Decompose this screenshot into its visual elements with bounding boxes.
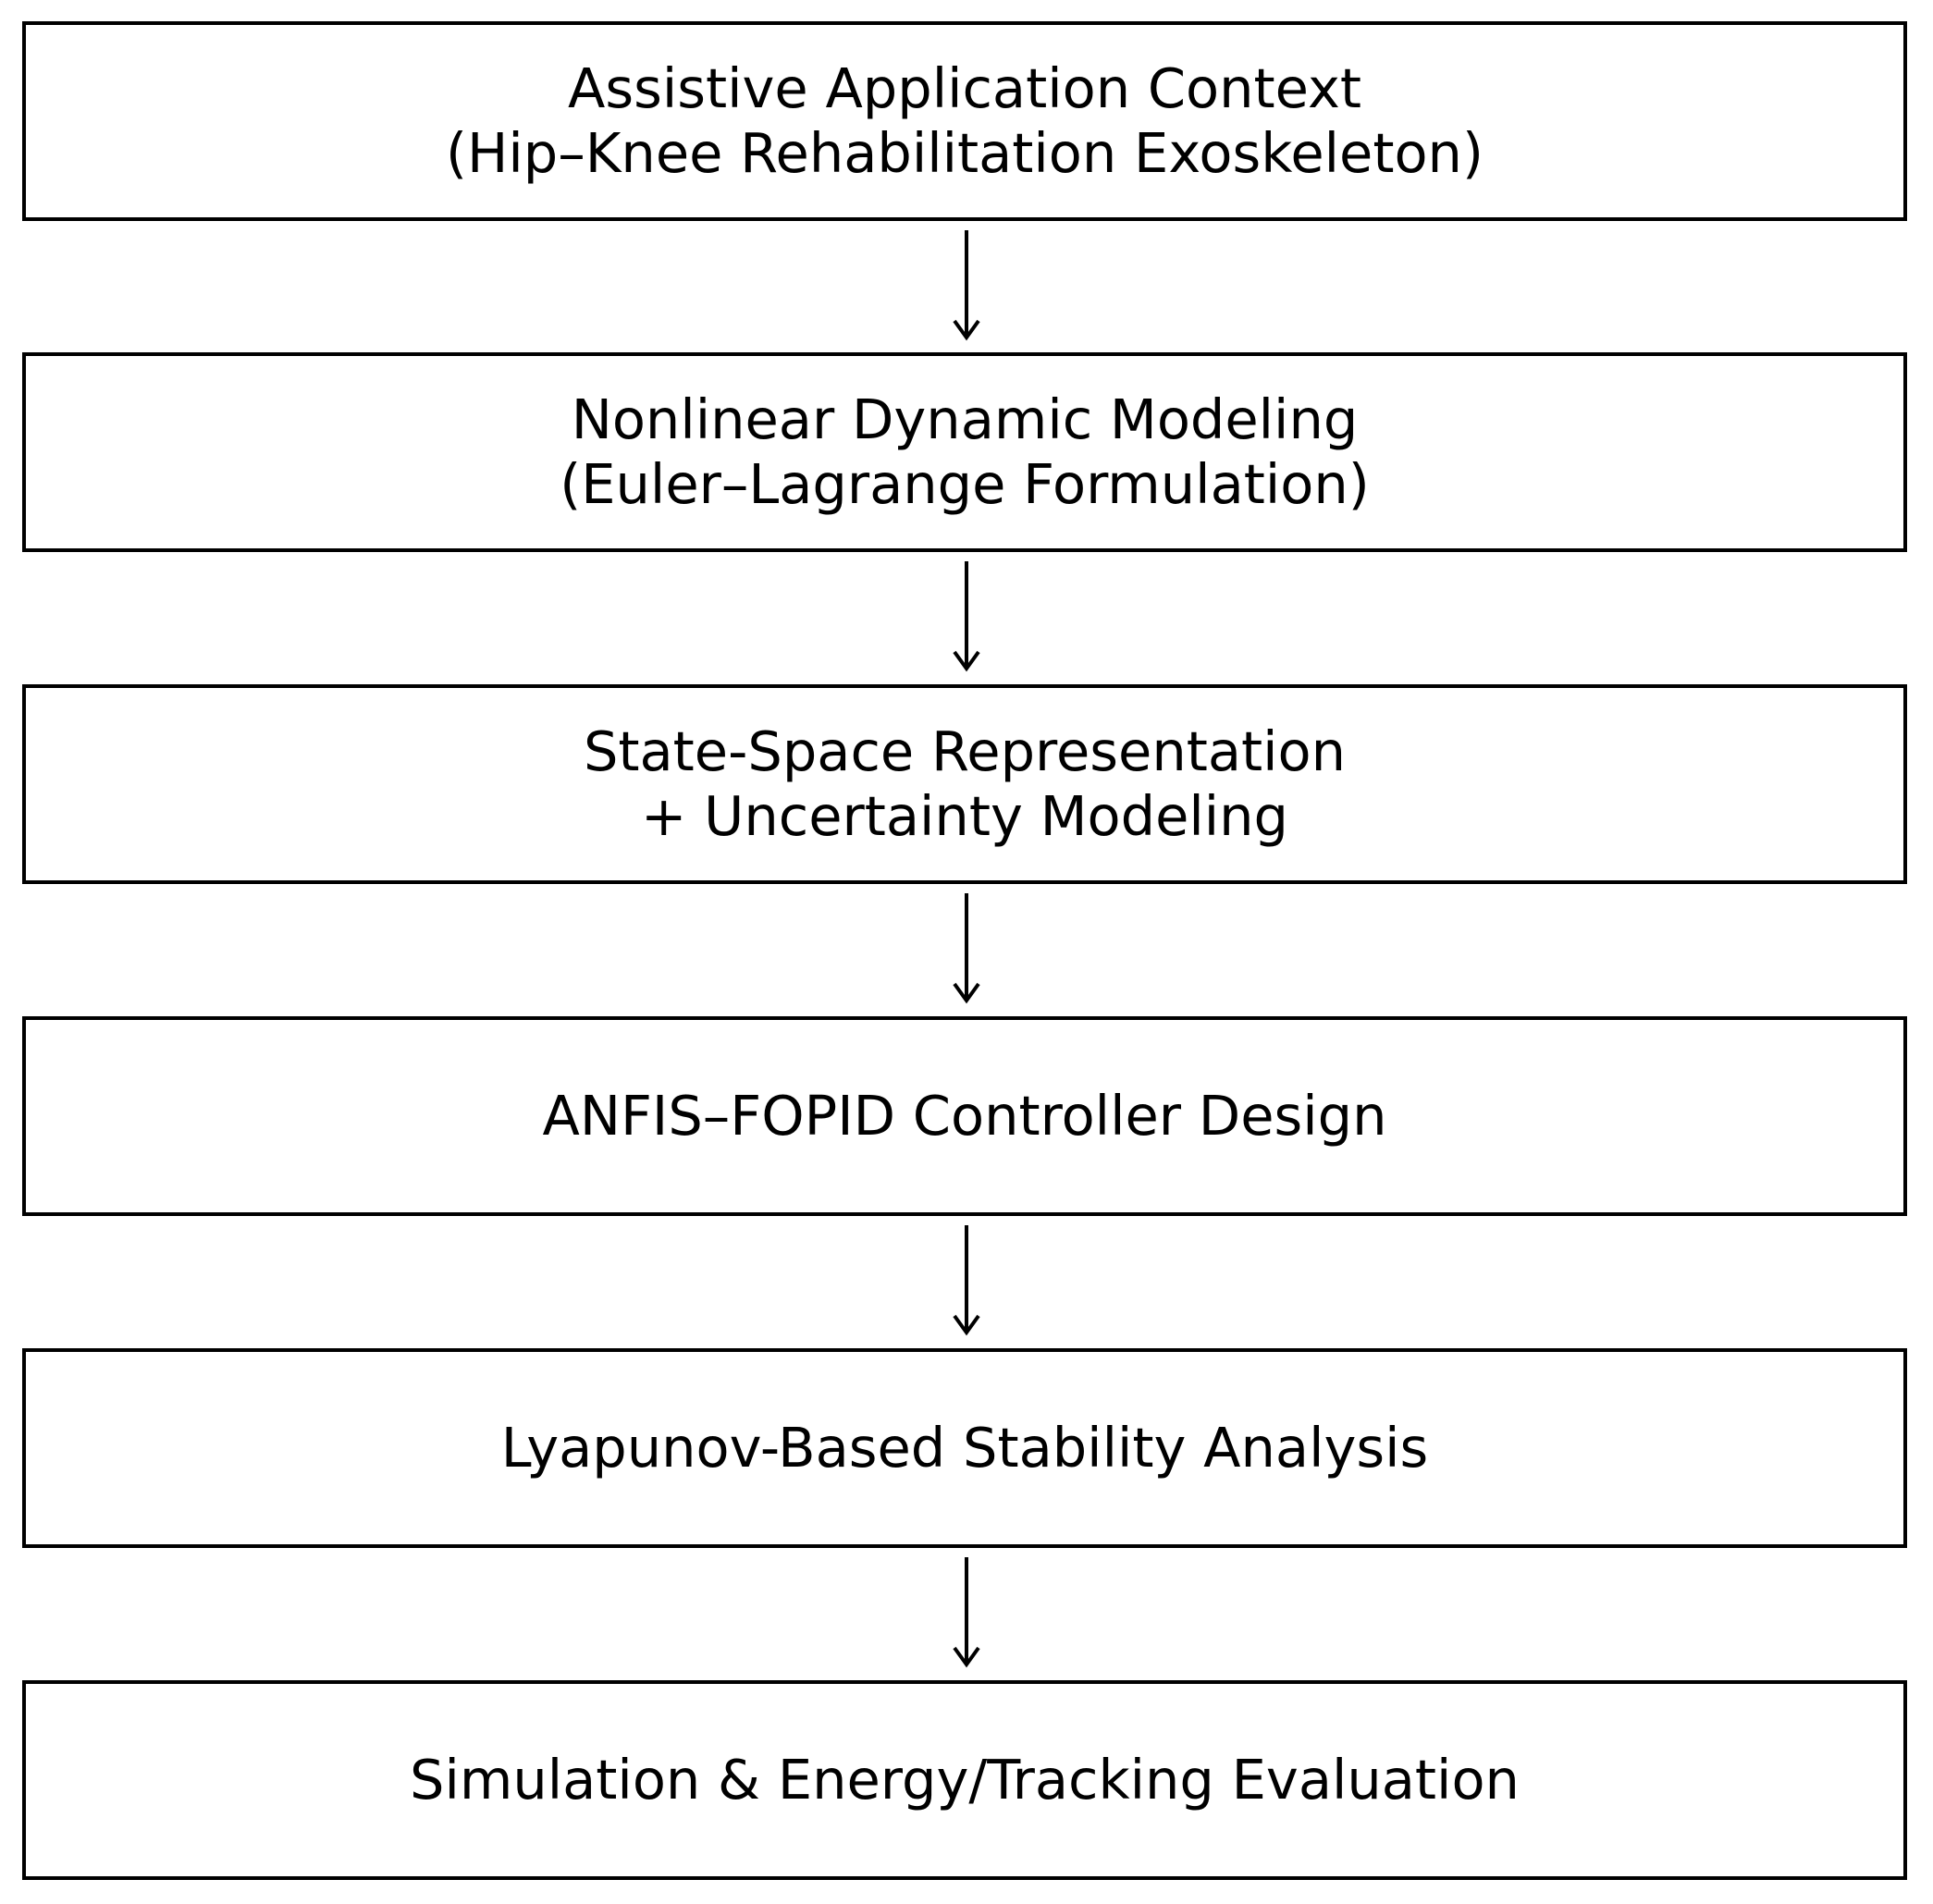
step-subtitle: + Uncertainty Modeling [640,784,1289,848]
step-title: Assistive Application Context [567,56,1361,120]
down-arrow-icon [943,1223,990,1336]
step-title: Nonlinear Dynamic Modeling [571,387,1359,451]
down-arrow-icon [943,1555,990,1668]
step-box-simulation-evaluation: Simulation & Energy/Tracking Evaluation [22,1680,1907,1880]
step-title: Simulation & Energy/Tracking Evaluation [410,1748,1520,1812]
step-subtitle: (Euler–Lagrange Formulation) [560,452,1370,516]
step-subtitle: (Hip–Knee Rehabilitation Exoskeleton) [446,121,1484,185]
step-title: ANFIS–FOPID Controller Design [542,1084,1387,1148]
down-arrow-icon [943,228,990,341]
step-box-application-context: Assistive Application Context (Hip–Knee … [22,21,1907,221]
step-box-state-space: State-Space Representation + Uncertainty… [22,684,1907,884]
step-box-dynamic-modeling: Nonlinear Dynamic Modeling (Euler–Lagran… [22,352,1907,552]
step-title: State-Space Representation [583,719,1347,783]
step-box-controller-design: ANFIS–FOPID Controller Design [22,1016,1907,1216]
down-arrow-icon [943,891,990,1004]
down-arrow-icon [943,559,990,672]
step-box-stability-analysis: Lyapunov-Based Stability Analysis [22,1348,1907,1548]
step-title: Lyapunov-Based Stability Analysis [500,1416,1429,1480]
